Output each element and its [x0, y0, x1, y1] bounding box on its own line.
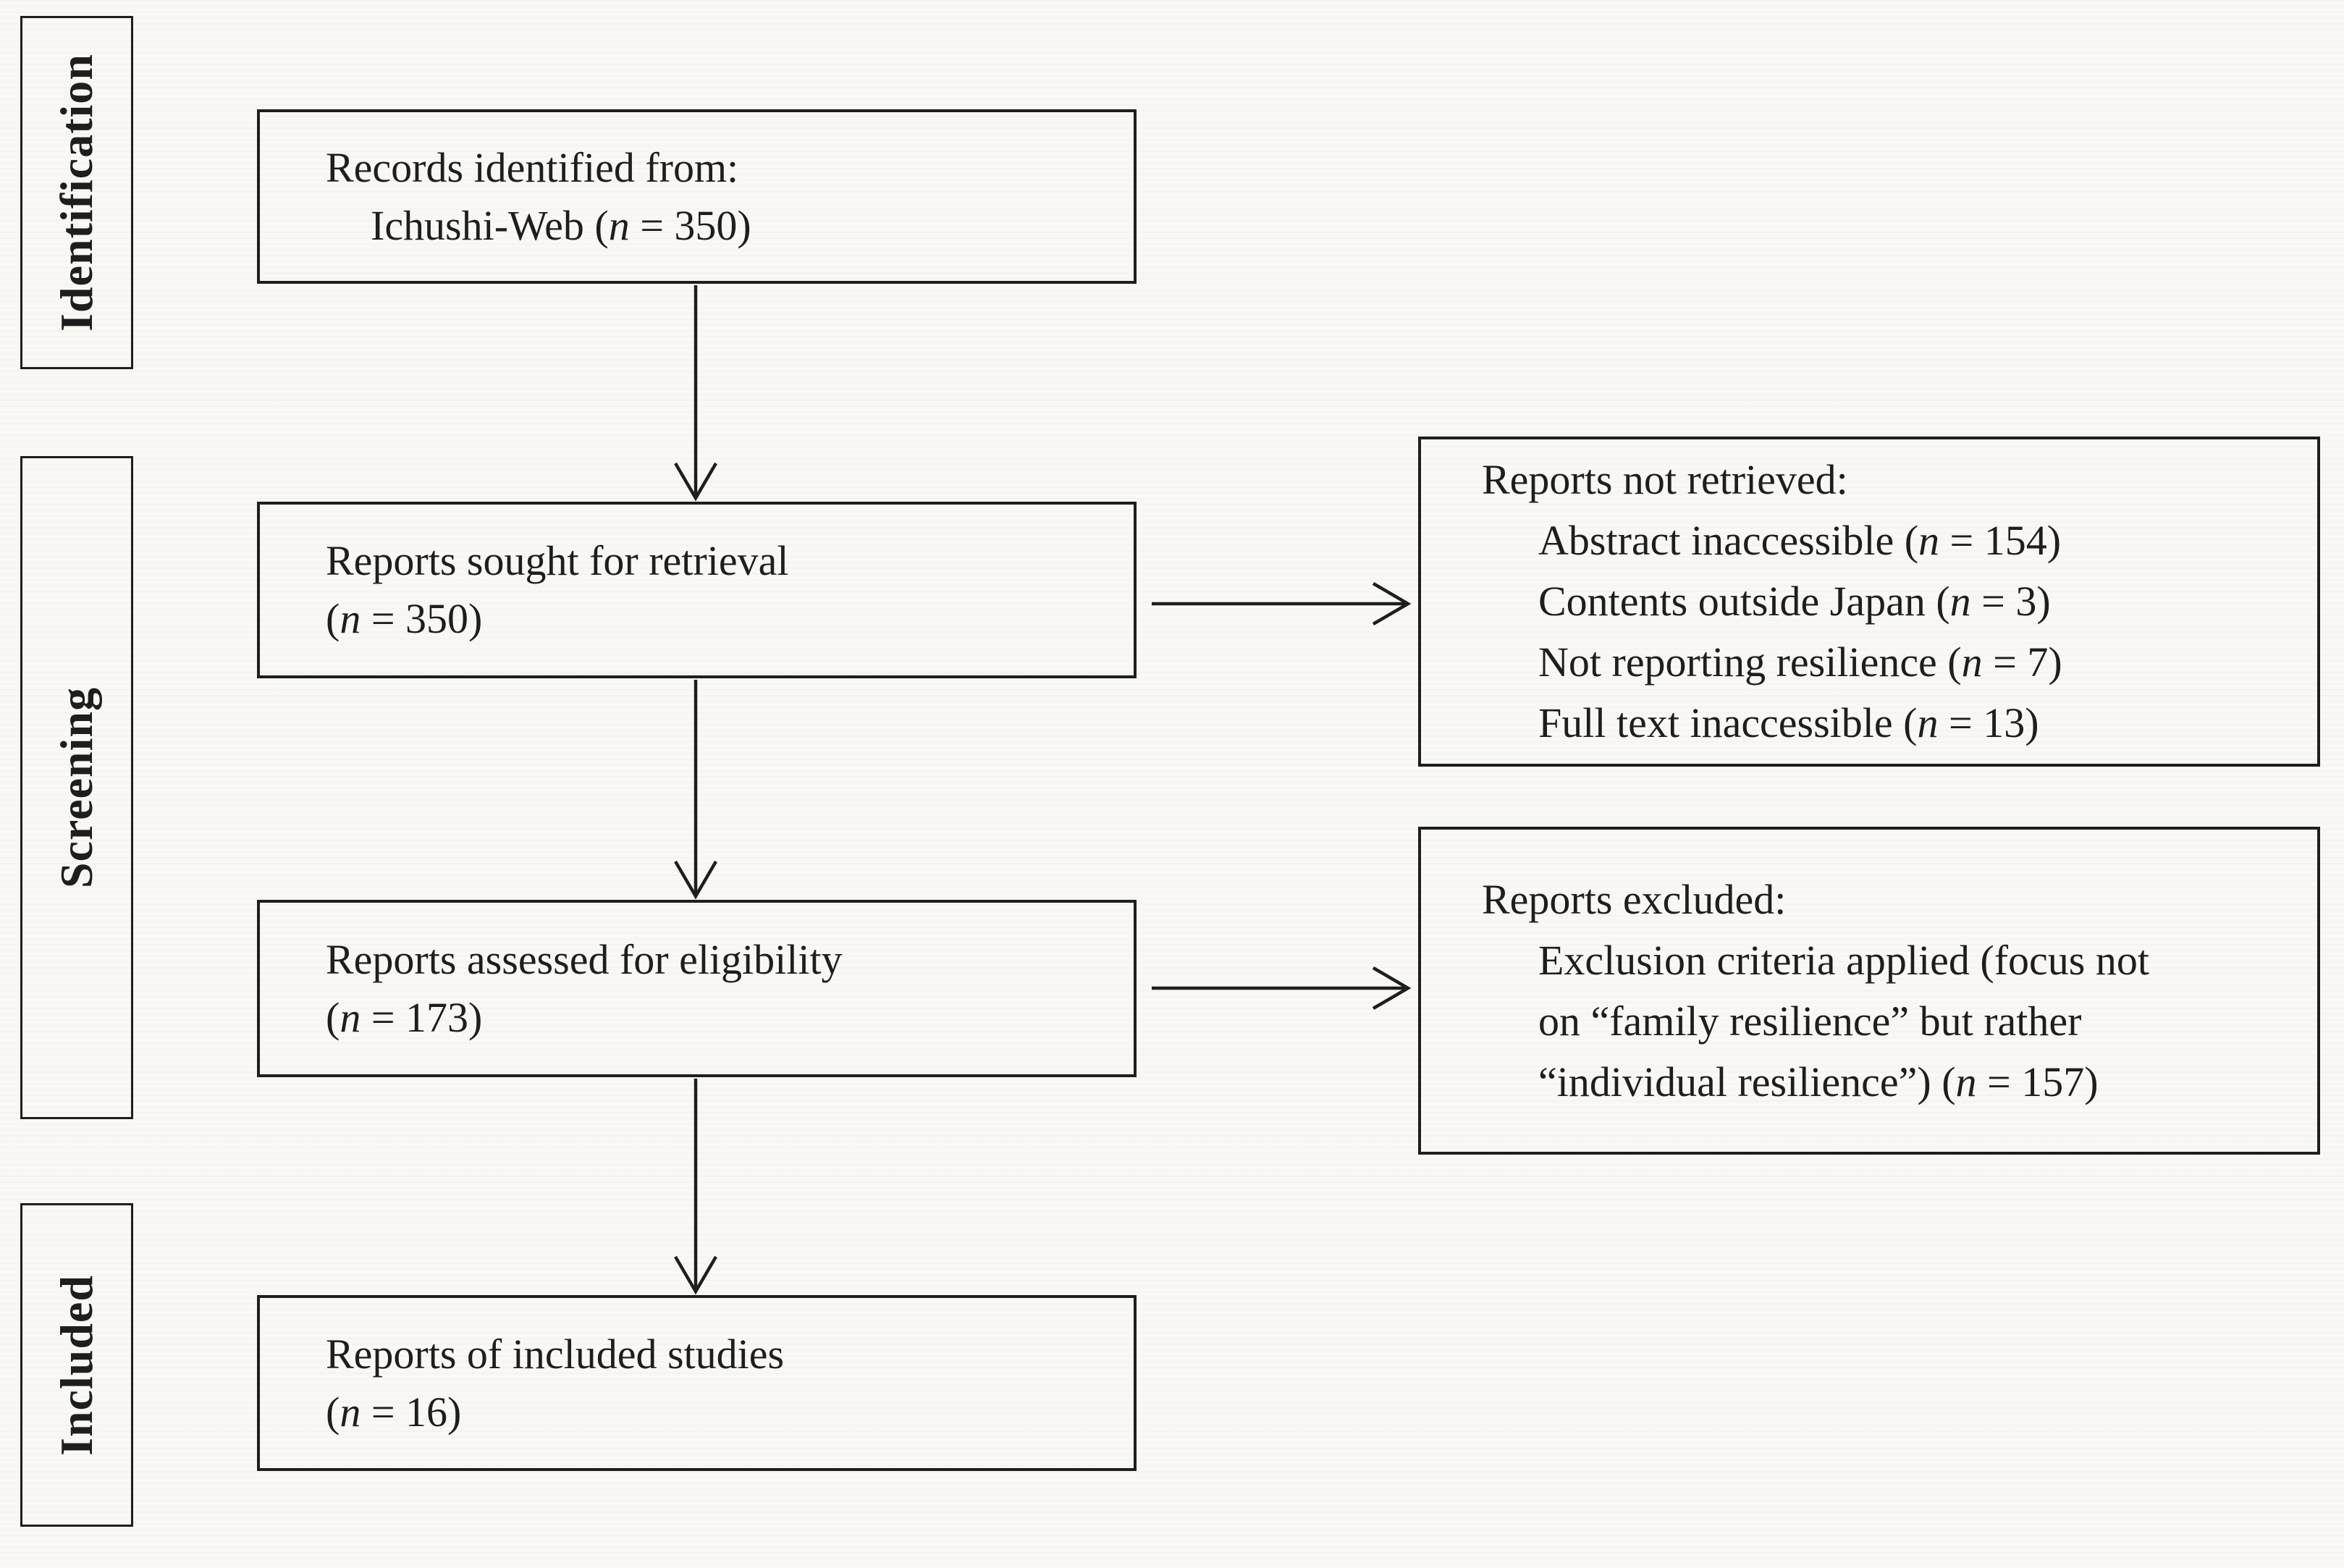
text-run: (: [326, 993, 340, 1041]
n-variable: n: [1949, 578, 1971, 625]
not-retrieved-item-contents: Contents outside Japan (n = 3): [1538, 571, 2300, 632]
excluded-title: Reports excluded:: [1482, 869, 2300, 930]
included-studies-line1: Reports of included studies: [326, 1325, 1116, 1383]
arrow-assessed-to-included: [674, 1079, 717, 1295]
n-variable: n: [1918, 517, 1940, 564]
n-variable: n: [1955, 1058, 1977, 1105]
box-included-studies: Reports of included studies (n = 16): [257, 1295, 1137, 1471]
text-run: Reports assessed for eligibility: [326, 935, 843, 983]
arrow-assessed-to-excluded: [1152, 966, 1412, 1010]
reports-assessed-line2: (n = 173): [326, 989, 1116, 1047]
box-records-identified: Records identified from: Ichushi-Web (n …: [257, 109, 1137, 284]
box-reports-not-retrieved: Reports not retrieved: Abstract inaccess…: [1418, 437, 2320, 767]
n-variable: n: [1961, 638, 1983, 686]
text-run: Reports excluded:: [1482, 875, 1787, 923]
text-run: Reports not retrieved:: [1482, 456, 1848, 503]
text-run: “individual resilience”) (: [1538, 1058, 1956, 1105]
stage-box-identification: Identification: [20, 16, 133, 369]
stage-box-included: Included: [20, 1203, 133, 1527]
excluded-item-line3: “individual resilience”) (n = 157): [1538, 1052, 2300, 1113]
reports-sought-line1: Reports sought for retrieval: [326, 532, 1116, 590]
arrow-identified-to-sought: [674, 285, 717, 502]
text-run: Reports sought for retrieval: [326, 537, 789, 584]
records-identified-line2: Ichushi-Web (n = 350): [371, 197, 1116, 255]
n-variable: n: [340, 1388, 361, 1436]
text-run: Reports of included studies: [326, 1330, 785, 1378]
text-run: Full text inaccessible (: [1538, 699, 1918, 746]
text-run: = 16): [361, 1388, 462, 1436]
box-reports-assessed: Reports assessed for eligibility (n = 17…: [257, 900, 1137, 1077]
text-run: Exclusion criteria applied (focus not: [1538, 936, 2149, 984]
text-run: = 350): [629, 201, 751, 249]
n-variable: n: [608, 201, 630, 249]
box-reports-excluded: Reports excluded: Exclusion criteria app…: [1418, 827, 2320, 1155]
n-variable: n: [1917, 699, 1939, 746]
text-run: Ichushi-Web (: [371, 201, 609, 249]
not-retrieved-title: Reports not retrieved:: [1482, 450, 2300, 510]
text-run: = 3): [1970, 578, 2051, 625]
text-run: = 173): [361, 993, 483, 1041]
stage-box-screening: Screening: [20, 456, 133, 1119]
excluded-item-line1: Exclusion criteria applied (focus not: [1538, 930, 2300, 991]
not-retrieved-item-resilience: Not reporting resilience (n = 7): [1538, 632, 2300, 693]
not-retrieved-item-fulltext: Full text inaccessible (n = 13): [1538, 693, 2300, 754]
reports-assessed-line1: Reports assessed for eligibility: [326, 931, 1116, 989]
text-run: = 350): [361, 595, 483, 642]
text-run: = 7): [1982, 638, 2062, 686]
n-variable: n: [340, 595, 361, 642]
arrow-sought-to-assessed: [674, 680, 717, 900]
text-run: (: [326, 595, 340, 642]
text-run: = 154): [1939, 517, 2062, 564]
text-run: Not reporting resilience (: [1538, 638, 1962, 686]
records-identified-line1: Records identified from:: [326, 139, 1116, 197]
text-run: on “family resilience” but rather: [1538, 997, 2082, 1045]
text-run: Records identified from:: [326, 143, 739, 191]
text-run: = 13): [1938, 699, 2039, 746]
not-retrieved-item-abstract: Abstract inaccessible (n = 154): [1538, 510, 2300, 571]
reports-sought-line2: (n = 350): [326, 590, 1116, 648]
included-studies-line2: (n = 16): [326, 1383, 1116, 1441]
excluded-item-line2: on “family resilience” but rather: [1538, 991, 2300, 1052]
n-variable: n: [340, 993, 361, 1041]
text-run: Abstract inaccessible (: [1538, 517, 1919, 564]
box-reports-sought: Reports sought for retrieval (n = 350): [257, 502, 1137, 678]
text-run: = 157): [1976, 1058, 2099, 1105]
text-run: (: [326, 1388, 340, 1436]
arrow-sought-to-not-retrieved: [1152, 582, 1412, 625]
text-run: Contents outside Japan (: [1538, 578, 1950, 625]
